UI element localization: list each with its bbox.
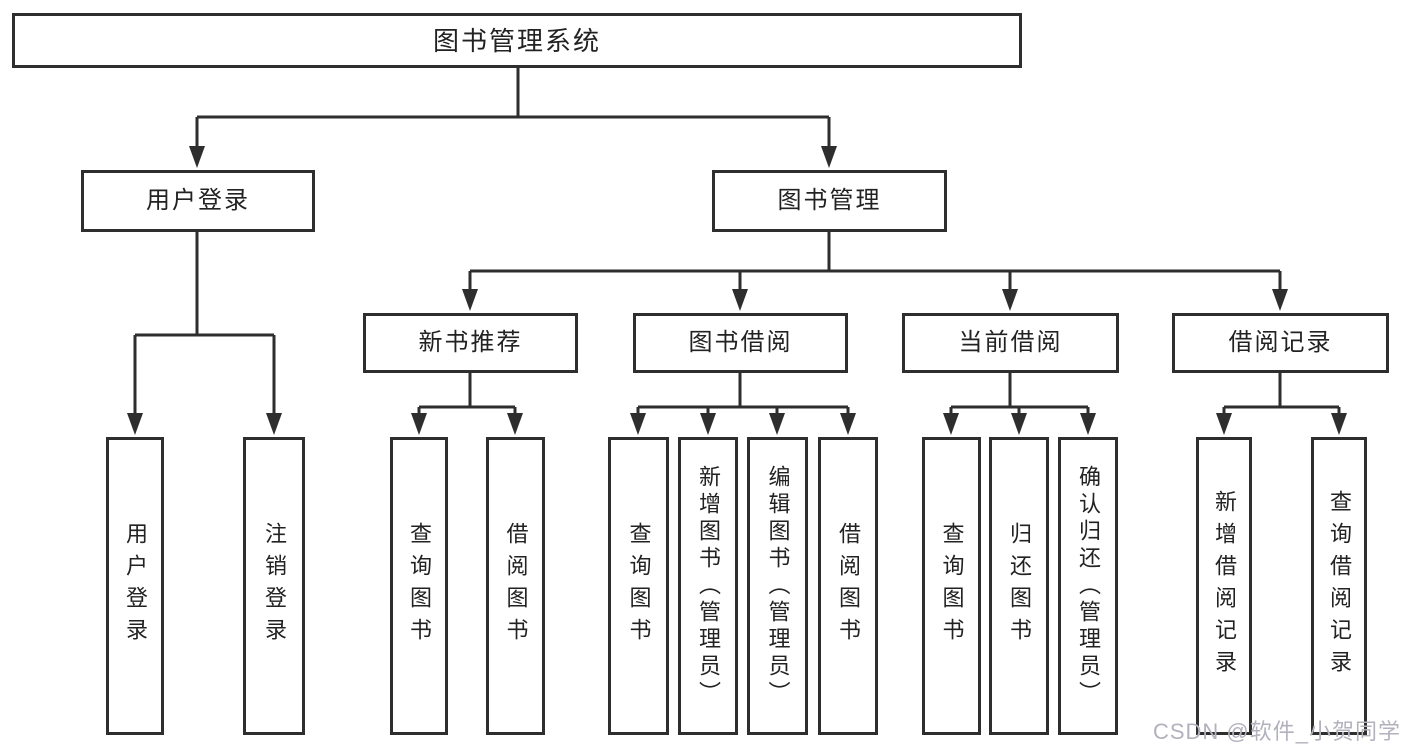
node-add-book-admin: 新增图书（管理员） — [678, 437, 738, 735]
node-confirm-return-admin: 确认归还（管理员） — [1058, 437, 1118, 735]
node-borrow-books-recommend: 借阅图书 — [486, 437, 545, 735]
node-user-login-leaf: 用户登录 — [106, 437, 164, 735]
node-return-books: 归还图书 — [989, 437, 1049, 735]
node-book-management: 图书管理 — [712, 170, 947, 232]
node-label: 图书借阅 — [688, 329, 793, 356]
node-label: 用户登录 — [146, 187, 250, 214]
node-add-borrow-record: 新增借阅记录 — [1196, 437, 1252, 735]
node-label: 用户登录 — [123, 522, 148, 650]
node-label: 借阅记录 — [1228, 329, 1333, 356]
node-label: 新增借阅记录 — [1212, 490, 1237, 682]
node-logout: 注销登录 — [243, 437, 305, 735]
node-query-borrow-record: 查询借阅记录 — [1311, 437, 1367, 735]
node-label: 新书推荐 — [418, 329, 523, 356]
node-label: 图书管理系统 — [432, 25, 601, 56]
node-label: 归还图书 — [1007, 522, 1032, 650]
node-label: 借阅图书 — [836, 522, 861, 650]
node-query-books-recommend: 查询图书 — [390, 437, 448, 735]
node-query-books-current: 查询图书 — [922, 437, 981, 735]
node-label: 查询借阅记录 — [1327, 490, 1352, 682]
node-query-books-borrowing: 查询图书 — [608, 437, 669, 735]
node-library-management-system: 图书管理系统 — [12, 13, 1022, 68]
node-new-book-recommendation: 新书推荐 — [363, 313, 578, 373]
node-label: 新增图书（管理员） — [696, 464, 721, 708]
watermark: CSDN @软件_小贺同学 — [1152, 719, 1401, 744]
node-label: 查询图书 — [407, 522, 432, 650]
node-label: 借阅图书 — [503, 522, 529, 650]
node-borrowing-records: 借阅记录 — [1172, 313, 1389, 373]
node-label: 注销登录 — [262, 522, 287, 650]
node-borrow-books-leaf: 借阅图书 — [818, 437, 878, 735]
node-label: 图书管理 — [777, 187, 882, 214]
node-label: 查询图书 — [626, 522, 652, 650]
node-label: 查询图书 — [939, 522, 965, 650]
node-current-borrowing: 当前借阅 — [902, 313, 1119, 373]
node-user-login: 用户登录 — [81, 170, 315, 232]
arrowheads — [127, 146, 1347, 435]
node-label: 当前借阅 — [958, 329, 1063, 356]
node-edit-book-admin: 编辑图书（管理员） — [747, 437, 808, 735]
node-book-borrowing: 图书借阅 — [633, 313, 848, 373]
node-label: 确认归还（管理员） — [1076, 464, 1101, 708]
node-label: 编辑图书（管理员） — [765, 464, 791, 708]
